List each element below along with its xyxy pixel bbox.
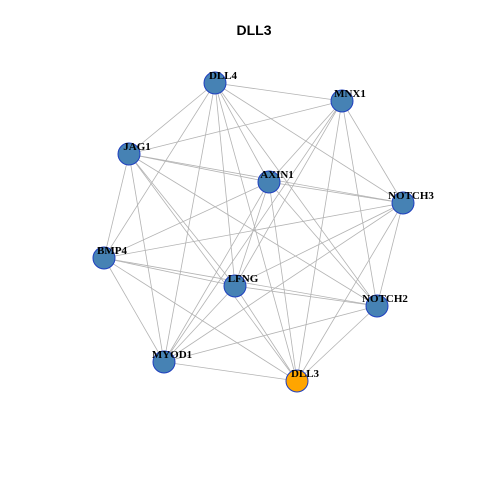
node-label-jag1: JAG1	[123, 141, 151, 153]
edges-layer	[103, 82, 404, 382]
edge-dll4-mnx1	[214, 82, 343, 102]
node-notch3: NOTCH3	[388, 190, 434, 215]
edge-notch2-dll3	[296, 305, 378, 382]
edge-notch3-bmp4	[103, 202, 404, 259]
edge-dll4-axin1	[214, 82, 270, 183]
edge-lfng-notch2	[234, 285, 378, 307]
edge-bmp4-myod1	[103, 257, 165, 363]
edge-jag1-axin1	[128, 153, 270, 183]
node-circle-mnx1	[330, 89, 354, 113]
edge-notch2-myod1	[163, 305, 378, 363]
node-bmp4: BMP4	[92, 245, 127, 270]
edge-notch3-notch2	[376, 202, 404, 307]
node-label-mnx1: MNX1	[334, 88, 366, 100]
edge-jag1-lfng	[128, 153, 236, 287]
edge-notch3-myod1	[163, 202, 404, 363]
node-circle-axin1	[257, 170, 281, 194]
node-circle-jag1	[117, 142, 141, 166]
edge-dll4-notch2	[214, 82, 378, 307]
edge-mnx1-jag1	[128, 100, 343, 155]
node-circle-bmp4	[92, 246, 116, 270]
node-label-axin1: AXIN1	[260, 169, 294, 181]
node-mnx1: MNX1	[330, 88, 366, 113]
edge-axin1-myod1	[163, 181, 270, 363]
node-label-bmp4: BMP4	[97, 245, 127, 257]
node-label-notch2: NOTCH2	[362, 293, 408, 305]
node-circle-notch3	[391, 191, 415, 215]
edge-bmp4-lfng	[103, 257, 236, 287]
node-dll3: DLL3	[285, 368, 320, 393]
edge-lfng-dll3	[234, 285, 298, 382]
edge-jag1-bmp4	[103, 153, 130, 259]
edge-mnx1-notch2	[341, 100, 378, 307]
node-circle-dll3	[285, 369, 309, 393]
node-circle-myod1	[152, 350, 176, 374]
edge-mnx1-lfng	[234, 100, 343, 287]
node-notch2: NOTCH2	[362, 293, 408, 318]
node-label-dll3: DLL3	[291, 368, 320, 380]
edge-dll4-lfng	[214, 82, 236, 287]
edge-notch3-lfng	[234, 202, 404, 287]
edge-myod1-dll3	[163, 361, 298, 382]
edge-axin1-bmp4	[103, 181, 270, 259]
edge-dll4-jag1	[128, 82, 216, 155]
node-circle-notch2	[365, 294, 389, 318]
edge-axin1-notch2	[268, 181, 378, 307]
edge-axin1-lfng	[234, 181, 270, 287]
edge-axin1-notch3	[268, 181, 404, 204]
edge-mnx1-axin1	[268, 100, 343, 183]
edge-jag1-dll3	[128, 153, 298, 382]
node-dll4: DLL4	[203, 70, 238, 95]
edge-dll4-bmp4	[103, 82, 216, 259]
graph-title: DLL3	[237, 22, 272, 38]
edge-dll4-myod1	[163, 82, 216, 363]
node-label-myod1: MYOD1	[152, 349, 192, 361]
node-myod1: MYOD1	[152, 349, 192, 374]
node-circle-dll4	[203, 71, 227, 95]
node-axin1: AXIN1	[257, 169, 294, 194]
node-lfng: LFNG	[223, 273, 259, 298]
node-label-dll4: DLL4	[209, 70, 238, 82]
edge-mnx1-dll3	[296, 100, 343, 382]
node-label-notch3: NOTCH3	[388, 190, 434, 202]
edge-axin1-dll3	[268, 181, 298, 382]
node-jag1: JAG1	[117, 141, 151, 166]
edge-lfng-myod1	[163, 285, 236, 363]
node-circle-lfng	[223, 274, 247, 298]
node-label-lfng: LFNG	[228, 273, 259, 285]
edge-notch3-dll3	[296, 202, 404, 382]
edge-jag1-myod1	[128, 153, 165, 363]
edge-mnx1-notch3	[341, 100, 404, 204]
edge-bmp4-dll3	[103, 257, 298, 382]
edge-dll4-notch3	[214, 82, 404, 204]
